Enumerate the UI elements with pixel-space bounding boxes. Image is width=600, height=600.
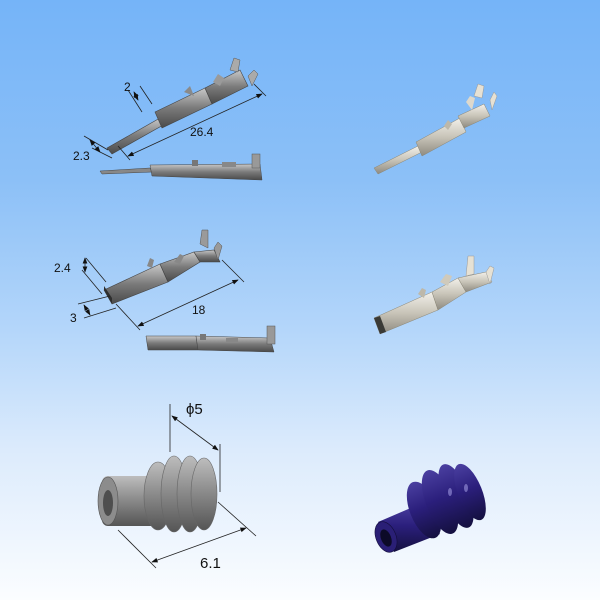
wire-seal-dimensions: ϕ5 6.1 [117,401,257,572]
female-terminal-photo [373,255,495,335]
male-width-label: 2 [124,80,131,94]
female-terminal-dimensions: 2.4 3 18 [54,257,245,331]
male-terminal-photo [373,83,498,175]
wire-seal-photo [374,463,486,553]
female-terminal-drawing [103,229,276,353]
female-height-label: 2.4 [54,261,71,275]
male-thickness-label: 2.3 [73,149,90,163]
seal-length-label: 6.1 [200,555,221,572]
female-width-label: 3 [70,311,77,325]
male-length-label: 26.4 [190,125,214,139]
female-length-label: 18 [192,303,206,317]
male-terminal-dimensions: 2 2.3 26.4 [73,80,267,163]
wire-seal-drawing [97,455,218,533]
male-terminal-drawing [99,57,263,181]
seal-diameter-label: ϕ5 [186,401,203,418]
